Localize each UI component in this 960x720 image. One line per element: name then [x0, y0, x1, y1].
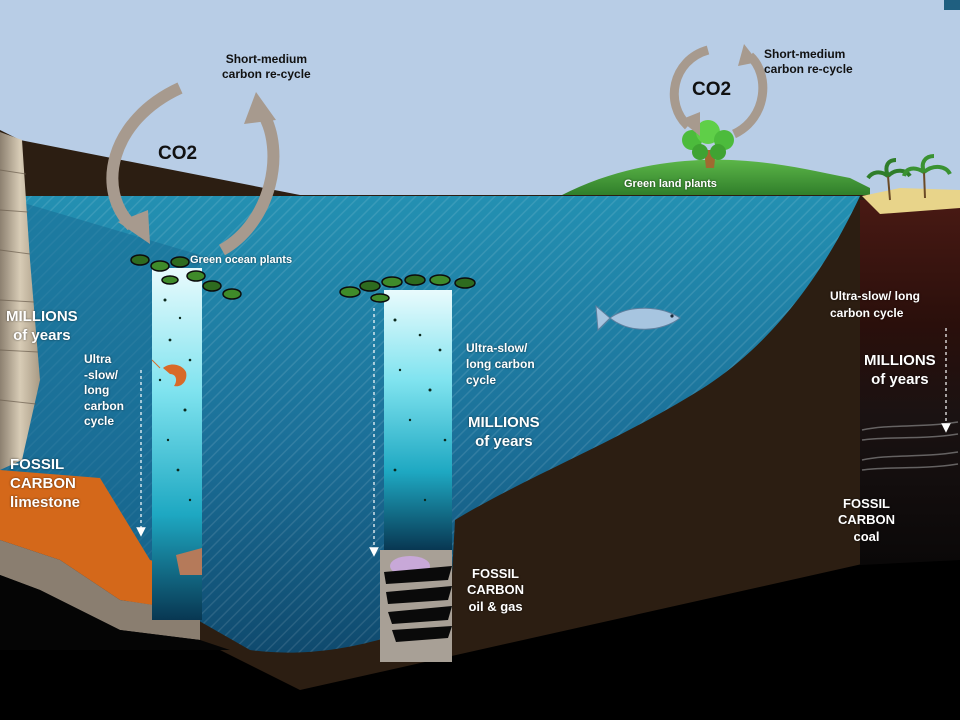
middle-ultra-slow-label: Ultra-slow/ long carbon cycle [466, 341, 535, 388]
shrimp-icon [151, 359, 187, 387]
palm-trees-icon [866, 154, 952, 201]
middle-millions-label: MILLIONS of years [468, 414, 540, 450]
beach [862, 188, 960, 214]
coal-rock [860, 195, 960, 565]
plankton-icon [130, 254, 242, 300]
right-fossil-label: FOSSIL CARBON coal [838, 496, 896, 544]
fossil-limestone [0, 470, 185, 610]
left-fossil-label: FOSSIL CARBON limestone [10, 456, 81, 511]
gravel [0, 540, 200, 640]
corner-accent [944, 0, 960, 10]
green-land [560, 159, 870, 196]
right-ultra-slow-label: Ultra-slow/ long carbon cycle [830, 289, 920, 320]
middle-fossil-label: FOSSIL CARBON oil & gas [467, 566, 525, 614]
right-short-cycle-label: Short-medium carbon re-cycle [764, 47, 853, 76]
right-co2-label: CO2 [692, 79, 732, 100]
left-millions-label: MILLIONS of years [6, 308, 78, 344]
right-millions-label: MILLIONS of years [864, 352, 936, 388]
left-co2-label: CO2 [158, 143, 198, 164]
green-ocean-plants-label: Green ocean plants [190, 254, 293, 266]
green-land-plants-label: Green land plants [624, 178, 717, 190]
left-co2-cycle-arrow [106, 82, 280, 256]
left-ultra-slow-label: Ultra -slow/ long carbon cycle [84, 352, 125, 429]
left-short-cycle-label: Short-medium carbon re-cycle [222, 52, 311, 81]
fish-icon [595, 304, 681, 332]
land-tree-icon [682, 120, 734, 168]
right-co2-cycle-arrow [669, 45, 768, 139]
middle-water-column [384, 290, 452, 550]
